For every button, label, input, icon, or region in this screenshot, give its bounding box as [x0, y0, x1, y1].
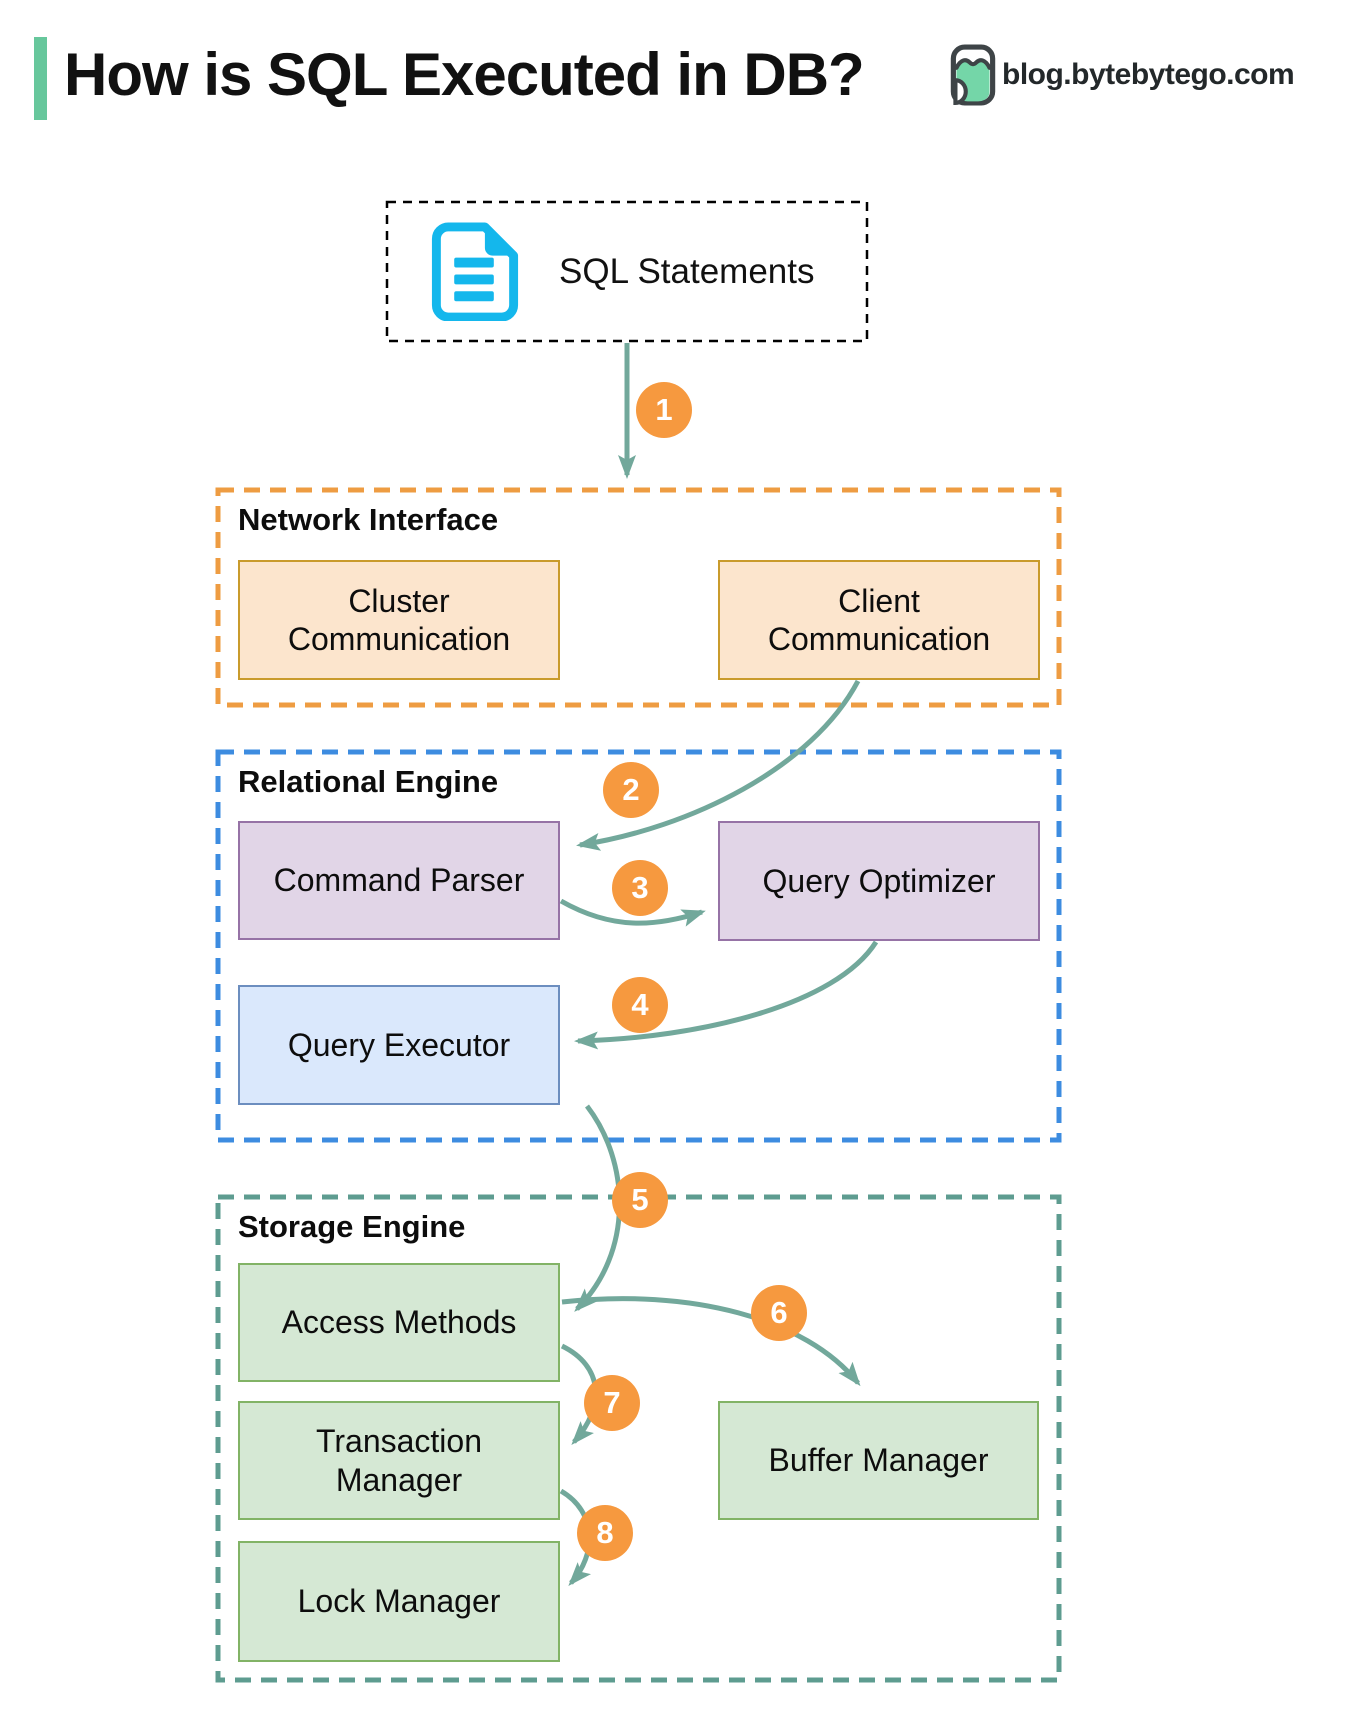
step-badge-6: 6	[751, 1285, 807, 1341]
sql-statements-node: SQL Statements	[387, 202, 867, 341]
step-badge-5: 5	[612, 1172, 668, 1228]
relational-engine-border	[215, 749, 1062, 1143]
step-badge-2: 2	[603, 762, 659, 818]
arrow-step-3	[559, 898, 706, 927]
storage-engine-label: Storage Engine	[238, 1209, 466, 1244]
node-command-parser: Command Parser	[238, 821, 560, 940]
network-interface-border	[215, 487, 1062, 708]
step-badge-1: 1	[636, 382, 692, 438]
arrow-step-2	[576, 679, 861, 851]
step-badge-8: 8	[577, 1505, 633, 1561]
node-buffer-manager: Buffer Manager	[718, 1401, 1039, 1520]
node-access-methods: Access Methods	[238, 1263, 560, 1382]
relational-engine-label: Relational Engine	[238, 764, 499, 799]
step-badge-7: 7	[584, 1375, 640, 1431]
page-title: How is SQL Executed in DB?	[64, 41, 865, 108]
sql-statements-border	[385, 200, 869, 343]
node-cluster-communication: Cluster Communication	[238, 560, 560, 680]
node-query-optimizer: Query Optimizer	[718, 821, 1040, 941]
arrow-step-6	[561, 1296, 861, 1387]
title-accent-bar	[34, 37, 47, 120]
step-badge-4: 4	[612, 977, 668, 1033]
owl-icon	[950, 44, 996, 106]
network-interface-label: Network Interface	[238, 502, 499, 537]
node-query-executor: Query Executor	[238, 985, 560, 1105]
node-transaction-manager: Transaction Manager	[238, 1401, 560, 1520]
arrow-step-4	[574, 940, 879, 1050]
step-badge-3: 3	[612, 860, 668, 916]
node-client-communication: Client Communication	[718, 560, 1040, 680]
sql-statements-label: SQL Statements	[559, 251, 815, 291]
node-lock-manager: Lock Manager	[238, 1541, 560, 1662]
logo-text: blog.bytebytego.com	[1002, 58, 1295, 91]
bytebytego-logo: blog.bytebytego.com	[950, 44, 1295, 106]
document-icon	[431, 222, 519, 321]
